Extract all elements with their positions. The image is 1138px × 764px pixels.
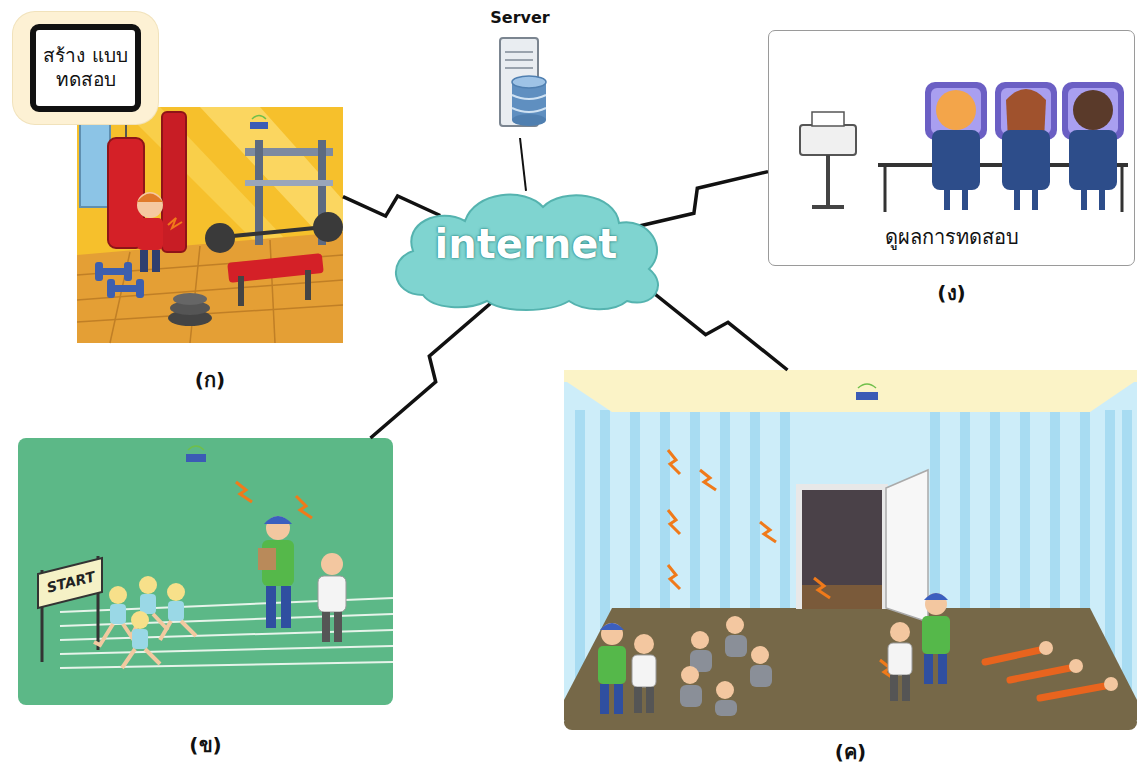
wireless-link xyxy=(623,172,768,230)
track-illustration xyxy=(18,438,393,705)
panel-caption: (ง) xyxy=(769,277,1134,309)
cloud-label: internet xyxy=(383,221,669,267)
server-node: Server xyxy=(480,6,560,138)
room-illustration xyxy=(564,370,1137,730)
wireless-link xyxy=(371,300,495,438)
track-panel: (ข) xyxy=(18,438,393,705)
internet-cloud: internet xyxy=(383,183,669,313)
wireless-link xyxy=(343,196,440,216)
network-link xyxy=(520,138,526,191)
server-label: Server xyxy=(480,8,560,27)
start-sign-text: START xyxy=(39,567,103,598)
panel-caption: (ค) xyxy=(564,736,1137,764)
wireless-link xyxy=(646,287,787,370)
panel-caption: (ก) xyxy=(77,364,343,396)
server-icon xyxy=(500,38,546,126)
results-illustration xyxy=(768,30,1135,266)
results-panel: ดูผลการทดสอบ(ง) xyxy=(768,30,1135,266)
bubble-text: สร้าง แบบ ทดสอบ xyxy=(43,44,129,92)
speech-bubble: สร้าง แบบ ทดสอบ xyxy=(13,12,158,124)
gym-illustration xyxy=(77,107,343,343)
panel-text: ดูผลการทดสอบ xyxy=(769,221,1134,253)
gym-panel: (ก) xyxy=(77,107,343,343)
panel-caption: (ข) xyxy=(18,729,393,761)
room-panel: (ค) xyxy=(564,370,1137,730)
tablet-frame: สร้าง แบบ ทดสอบ xyxy=(30,24,141,112)
